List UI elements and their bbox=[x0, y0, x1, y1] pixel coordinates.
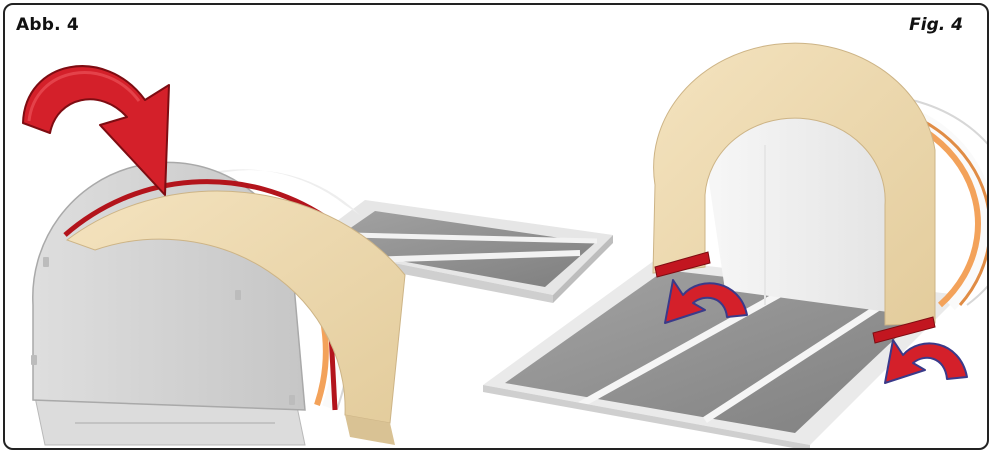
assembly-illustration bbox=[5, 5, 987, 448]
large-curved-arrow-icon bbox=[23, 66, 169, 195]
small-curved-arrow-icon bbox=[885, 340, 967, 383]
figure-frame: Abb. 4 Fig. 4 bbox=[3, 3, 989, 450]
